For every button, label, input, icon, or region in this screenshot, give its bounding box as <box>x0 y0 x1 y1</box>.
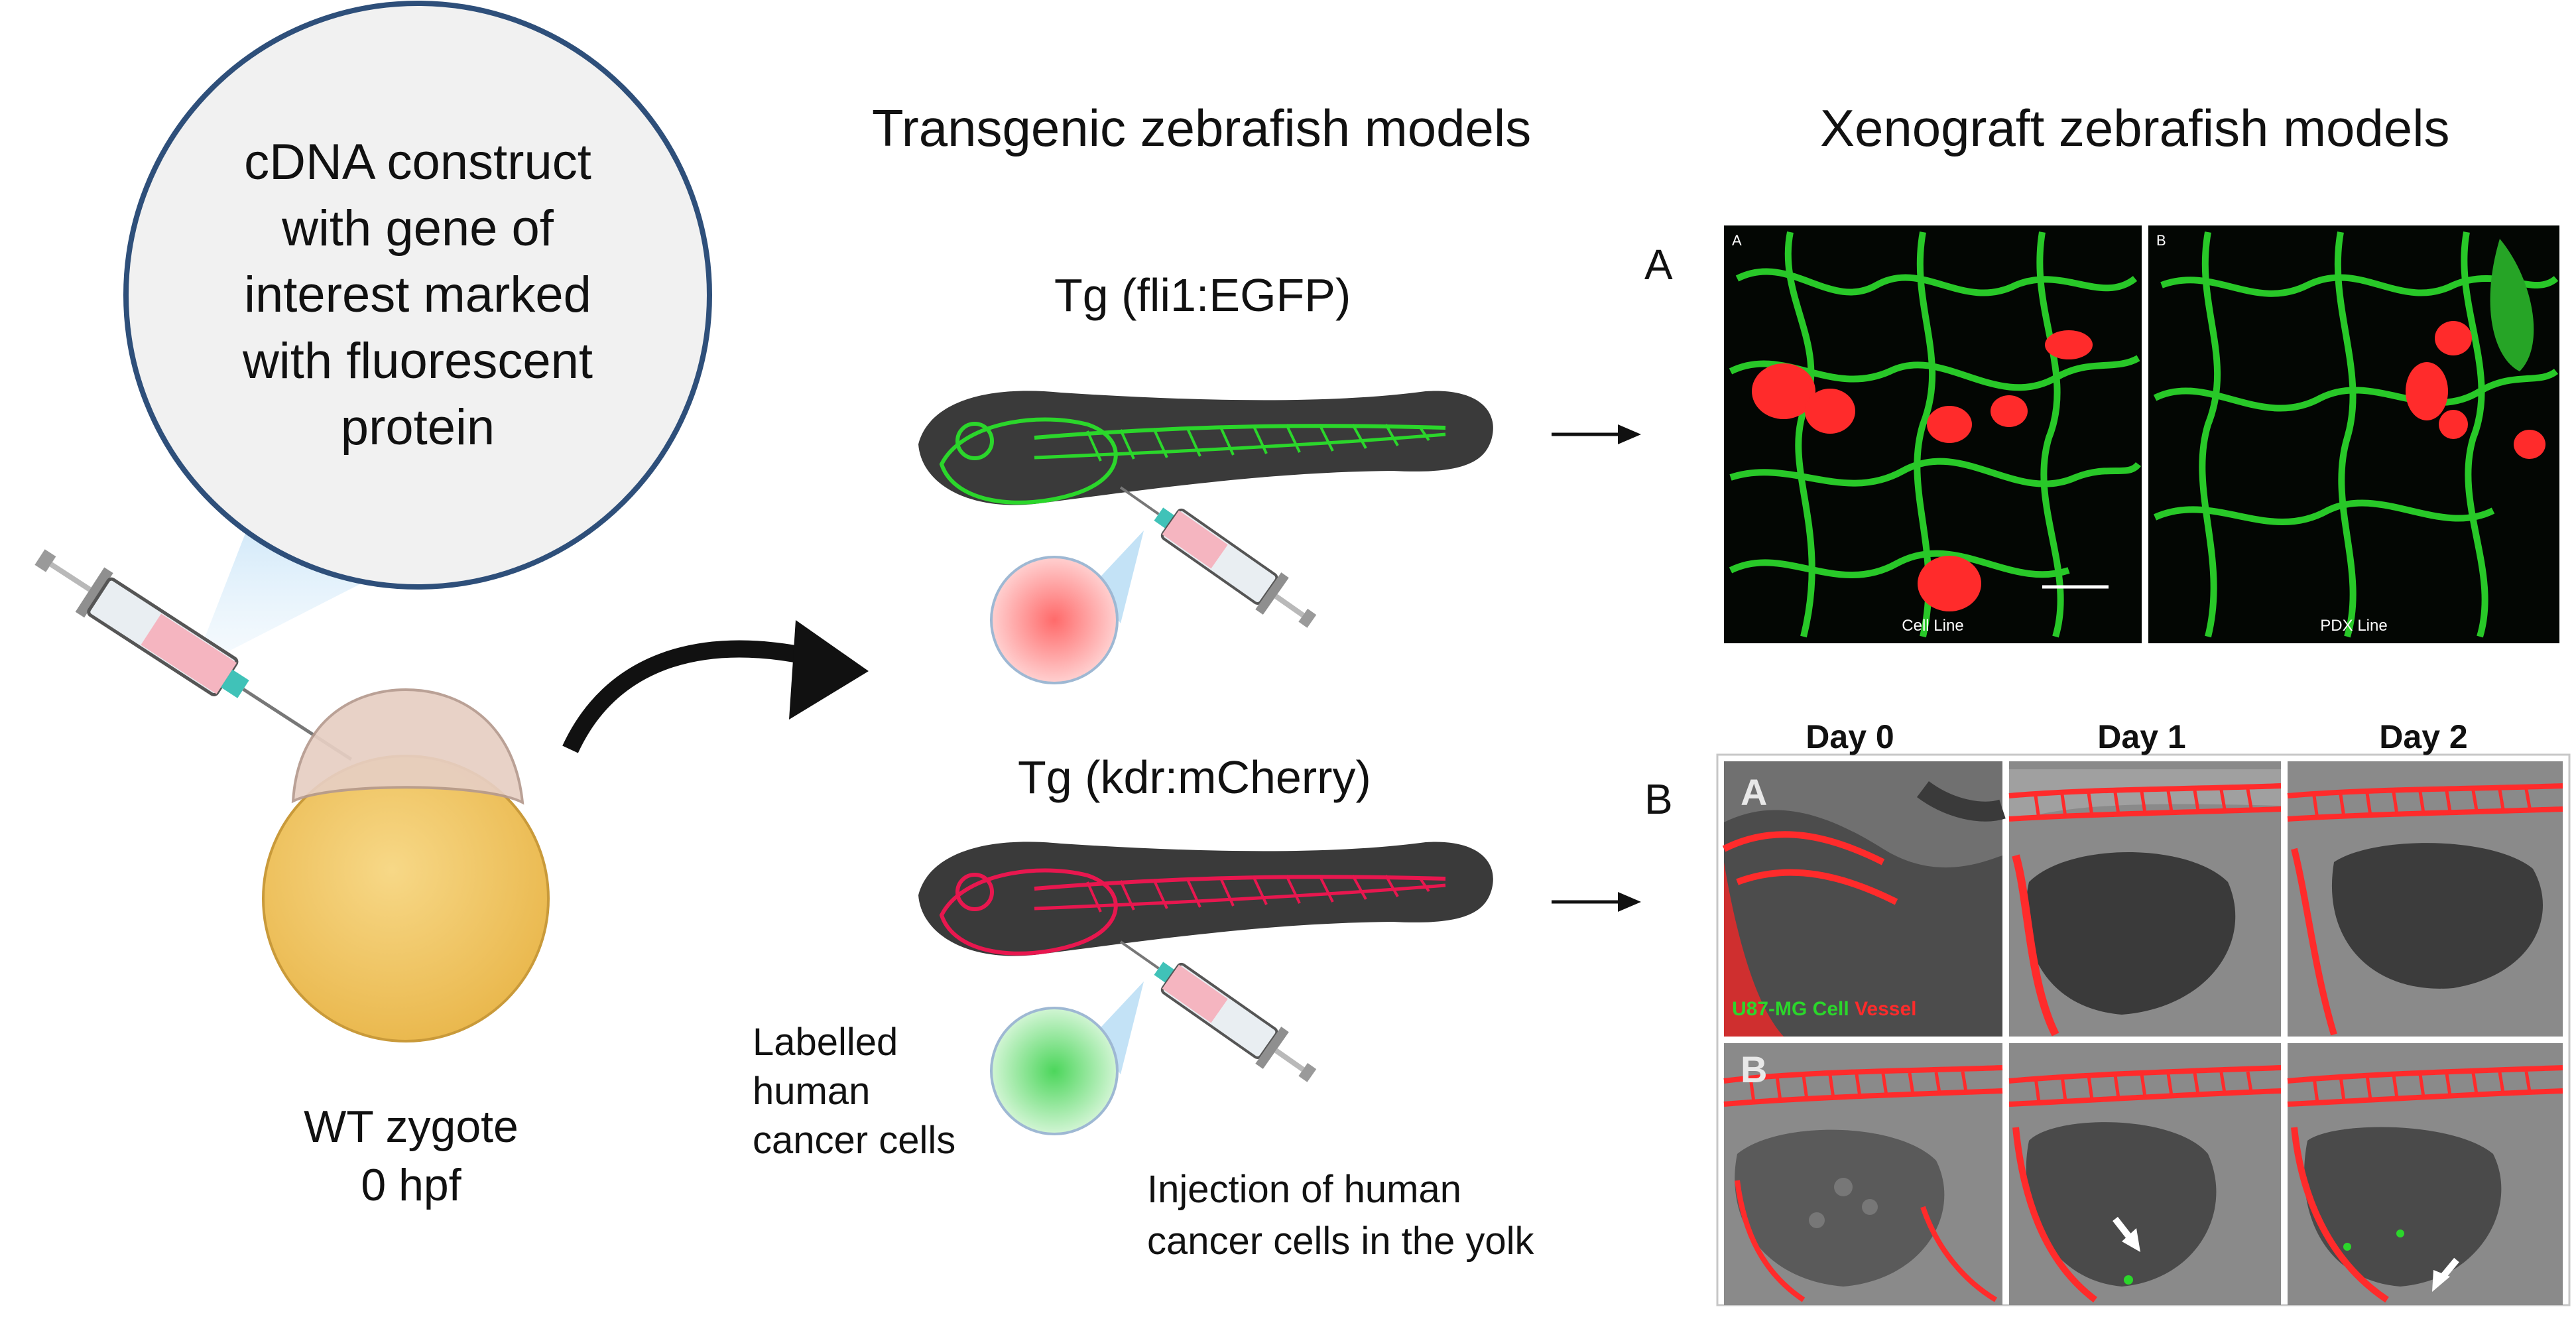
labelled-cells-line: cancer cells <box>753 1119 956 1162</box>
timecourse-a-day1 <box>2008 761 2282 1037</box>
zygote-label: WT zygote 0 hpf <box>252 1098 570 1214</box>
bubble-line: interest marked <box>244 267 591 323</box>
construct-bubble <box>123 1 712 590</box>
timecourse-a-day0 <box>1722 761 2006 1037</box>
legend-cell: U87-MG Cell <box>1732 998 1849 1020</box>
xenograft-title: Xenograft zebrafish models <box>1820 99 2450 157</box>
injection-line: Injection of human <box>1147 1168 1461 1211</box>
legend-vessel: Vessel <box>1855 998 1917 1020</box>
micrograph-cell-line <box>1724 225 2142 643</box>
zebrafish-icon <box>918 842 1493 956</box>
micro-caption-cell-line: Cell Line <box>1902 617 1964 635</box>
panel-a-label: A <box>1644 241 1673 288</box>
labelled-cells-label: Labelled human cancer cells <box>753 1018 955 1165</box>
timecourse-b-day2 <box>2287 1043 2563 1305</box>
tg-fli1-label: Tg (fli1:EGFP) <box>1054 269 1351 321</box>
cell-cluster-icon <box>990 556 1119 684</box>
arrow-icon <box>1552 892 1641 912</box>
timecourse-b-day0 <box>1723 1043 2003 1305</box>
syringe-icon <box>1119 940 1317 1082</box>
bubble-line: protein <box>340 399 495 456</box>
micro-corner-a: A <box>1732 232 1742 249</box>
panel-b-label: B <box>1644 775 1673 823</box>
bubble-line: with fluorescent <box>242 333 593 389</box>
day-2-label: Day 2 <box>2379 718 2468 755</box>
tg-kdr-label: Tg (kdr:mCherry) <box>1018 751 1371 803</box>
syringe-icon <box>1119 486 1317 628</box>
syringe-icon <box>34 549 353 761</box>
arrow-icon <box>1552 424 1641 444</box>
labelled-cells-line: human <box>753 1070 871 1113</box>
day-1-label: Day 1 <box>2097 718 2186 755</box>
timecourse-a-day2 <box>2287 761 2563 1037</box>
timecourse-legend: U87-MG Cell Vessel <box>1732 998 1917 1021</box>
zygote-label-line1: WT zygote <box>304 1102 519 1152</box>
micro-caption-pdx-line: PDX Line <box>2320 617 2388 635</box>
timecourse-b-day1 <box>2008 1043 2282 1305</box>
bubble-line: cDNA construct <box>244 134 591 190</box>
zygote-icon <box>262 688 550 1042</box>
labelled-cells-line: Labelled <box>753 1021 898 1064</box>
transgenic-title: Transgenic zebrafish models <box>872 99 1532 157</box>
cell-cluster-icon <box>990 1007 1119 1135</box>
bubble-line: with gene of <box>282 200 554 257</box>
zebrafish-icon <box>918 391 1493 505</box>
zygote-label-line2: 0 hpf <box>361 1160 461 1210</box>
bubble-text: cDNA construct with gene of interest mar… <box>192 129 643 461</box>
injection-line: cancer cells in the yolk <box>1147 1220 1534 1263</box>
injection-label: Injection of human cancer cells in the y… <box>1147 1164 1534 1267</box>
micrograph-pdx-line <box>2148 225 2559 643</box>
day-0-label: Day 0 <box>1806 718 1894 755</box>
arrow-icon <box>562 620 869 753</box>
timecourse-row-b-label: B <box>1741 1048 1768 1090</box>
micro-corner-b: B <box>2156 232 2166 249</box>
timecourse-row-a-label: A <box>1741 771 1768 813</box>
